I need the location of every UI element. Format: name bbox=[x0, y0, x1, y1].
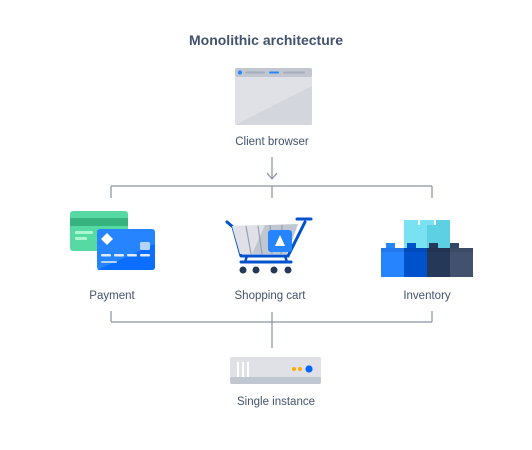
node-label-payment: Payment bbox=[89, 290, 135, 302]
node-label-cart: Shopping cart bbox=[234, 290, 306, 302]
node-label-client: Client browser bbox=[235, 136, 309, 148]
server-icon bbox=[230, 357, 321, 384]
diagram-title: Monolithic architecture bbox=[188, 32, 344, 48]
node-label-inventory: Inventory bbox=[403, 290, 451, 302]
browser-window-icon bbox=[235, 68, 312, 125]
connectors bbox=[110, 157, 433, 348]
node-label-instance: Single instance bbox=[237, 396, 315, 408]
shopping-cart-icon bbox=[225, 217, 313, 274]
arrow-head bbox=[266, 172, 278, 180]
stacked-blocks-icon bbox=[381, 220, 473, 277]
credit-cards-icon bbox=[70, 211, 155, 270]
